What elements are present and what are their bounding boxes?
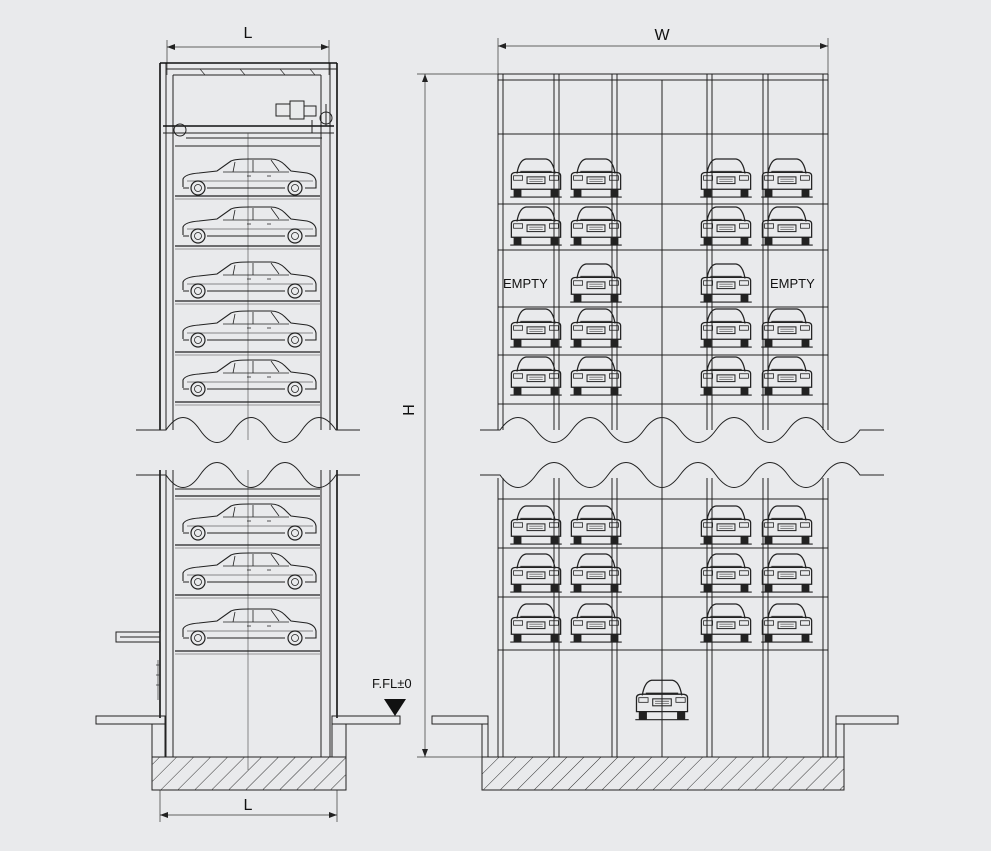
car-front-icon [569, 505, 623, 545]
floor-level-triangle-icon [384, 699, 406, 716]
car-front-icon [569, 158, 623, 198]
car-front-icon [760, 553, 814, 593]
car-front-icon [760, 308, 814, 348]
side-parking-levels [175, 145, 320, 655]
height-dimension: H [401, 73, 498, 758]
car-front-icon [699, 553, 753, 593]
car-front-icon [569, 553, 623, 593]
floor-level-marker: F.FL±0 [372, 676, 412, 716]
car-front-icon [699, 206, 753, 246]
car-side-icon [182, 608, 317, 646]
side-break-lower [136, 462, 360, 488]
side-view: L [95, 25, 412, 822]
front-break-lower [480, 462, 884, 488]
side-break-upper [136, 417, 360, 443]
side-pit [95, 715, 401, 791]
car-side-icon [182, 261, 317, 299]
side-top-dimension: L [166, 25, 330, 75]
car-front-icon [760, 505, 814, 545]
front-break-upper [480, 417, 884, 443]
side-bottom-dimension: L [159, 790, 338, 822]
front-width-dimension-label: W [654, 27, 670, 44]
empty-slot-label-left: EMPTY [503, 276, 548, 291]
car-front-icon [699, 308, 753, 348]
car-front-icon [699, 158, 753, 198]
car-side-icon [182, 503, 317, 541]
car-front-icon [699, 505, 753, 545]
car-front-icon [569, 603, 623, 643]
car-front-icon [699, 356, 753, 396]
front-view: W EMPTY EMPTY [431, 27, 899, 791]
car-front-icon [760, 206, 814, 246]
side-tower-lower [115, 470, 338, 770]
car-side-icon [182, 158, 317, 196]
front-pit [431, 715, 899, 791]
motor-icon [275, 100, 333, 133]
side-tower-upper [159, 62, 338, 440]
car-front-icon [760, 603, 814, 643]
empty-slot-label-right: EMPTY [770, 276, 815, 291]
side-bottom-dimension-label: L [244, 797, 253, 814]
car-front-icon [699, 263, 753, 303]
car-side-icon [182, 206, 317, 244]
car-front-icon [699, 603, 753, 643]
car-side-icon [182, 552, 317, 590]
front-width-dimension: W [497, 27, 829, 74]
car-side-icon [182, 310, 317, 348]
floor-level-label: F.FL±0 [372, 676, 412, 691]
car-front-icon [569, 308, 623, 348]
car-front-icon [760, 158, 814, 198]
car-front-icon [569, 263, 623, 303]
height-dimension-label: H [401, 404, 418, 416]
side-top-dimension-label: L [244, 25, 253, 42]
car-front-icon [760, 356, 814, 396]
car-side-icon [182, 359, 317, 397]
car-front-icon [569, 356, 623, 396]
car-front-icon [569, 206, 623, 246]
